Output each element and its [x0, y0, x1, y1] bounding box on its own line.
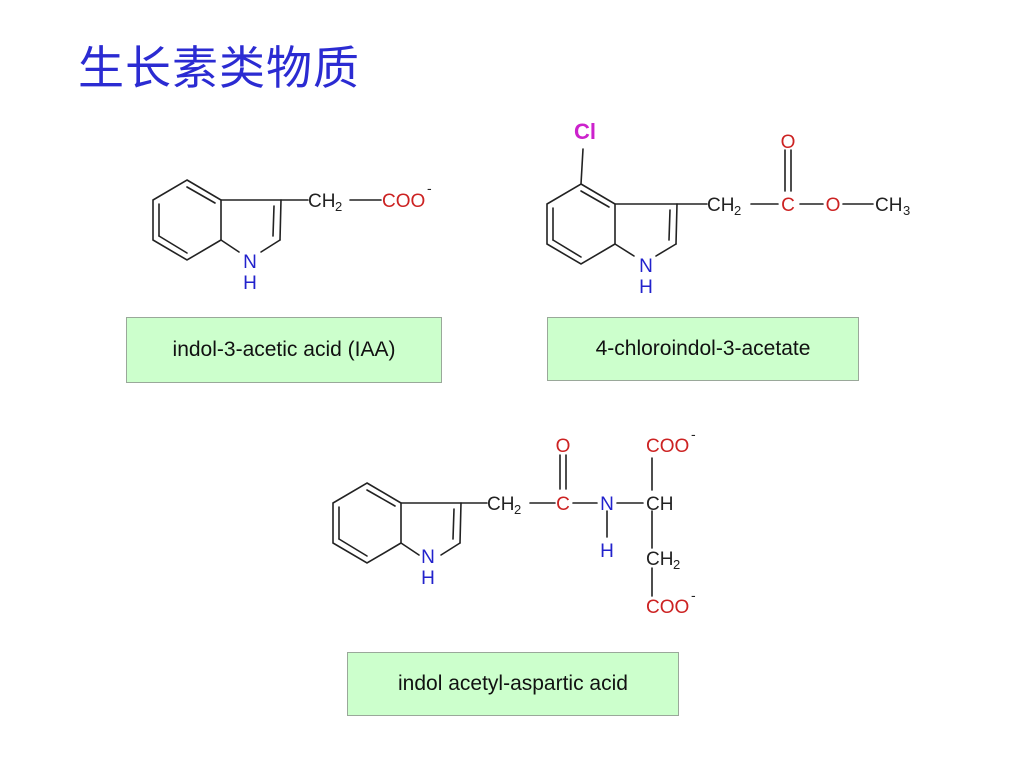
- iaasp-carbonyl-c-label: C: [556, 494, 570, 515]
- iaasp-bonds: [332, 454, 653, 597]
- iaasp-ch-label: CH: [487, 494, 514, 515]
- cia-atoms: Cl N H CH 2 C O O CH 3: [574, 119, 910, 298]
- iaasp-side-ch2-subscript: 2: [673, 557, 680, 572]
- iaasp-bottom-charge-label: -: [691, 587, 696, 603]
- iaa-ch-label: CH: [308, 191, 335, 212]
- iaa-atoms: N H CH 2 COO -: [243, 180, 432, 294]
- iaasp-atoms: N H CH 2 O C N H CH COO - CH 2 COO -: [421, 426, 696, 618]
- chloroindol-acetate-name-label: 4-chloroindol-3-acetate: [547, 317, 859, 381]
- iaasp-amide-n-label: N: [600, 494, 614, 515]
- iaa-coo-label: COO: [382, 191, 425, 212]
- cia-carbonyl-c-label: C: [781, 195, 795, 216]
- iaa-ch2-subscript: 2: [335, 199, 342, 214]
- iaasp-alpha-ch-label: CH: [646, 494, 673, 515]
- indol-acetyl-aspartic-name-label: indol acetyl-aspartic acid: [347, 652, 679, 716]
- iaasp-top-charge-label: -: [691, 426, 696, 442]
- iaasp-indole-h-label: H: [421, 568, 435, 589]
- cia-bonds: [546, 148, 874, 265]
- iaa-name-label: indol-3-acetic acid (IAA): [126, 317, 442, 383]
- iaasp-amide-h-label: H: [600, 541, 614, 562]
- cia-ch-label: CH: [707, 195, 734, 216]
- cia-ch2-subscript: 2: [734, 203, 741, 218]
- cia-h-label: H: [639, 277, 653, 298]
- iaasp-bottom-coo-label: COO: [646, 597, 689, 618]
- iaa-bonds: [152, 179, 382, 261]
- cia-carbonyl-o-label: O: [781, 132, 796, 153]
- cia-n-label: N: [639, 256, 653, 277]
- cia-ester-o-label: O: [826, 195, 841, 216]
- iaasp-indole-n-label: N: [421, 547, 435, 568]
- iaa-h-label: H: [243, 273, 257, 294]
- iaa-charge-label: -: [427, 180, 432, 196]
- cia-ch3-subscript: 3: [903, 203, 910, 218]
- iaasp-side-ch-label: CH: [646, 549, 673, 570]
- cia-ch3-label: CH: [875, 195, 902, 216]
- iaasp-carbonyl-o-label: O: [556, 436, 571, 457]
- slide-title: 生长素类物质: [78, 41, 360, 95]
- cia-cl-label: Cl: [574, 119, 596, 144]
- iaa-n-label: N: [243, 252, 257, 273]
- iaasp-ch2-subscript: 2: [514, 502, 521, 517]
- iaasp-top-coo-label: COO: [646, 436, 689, 457]
